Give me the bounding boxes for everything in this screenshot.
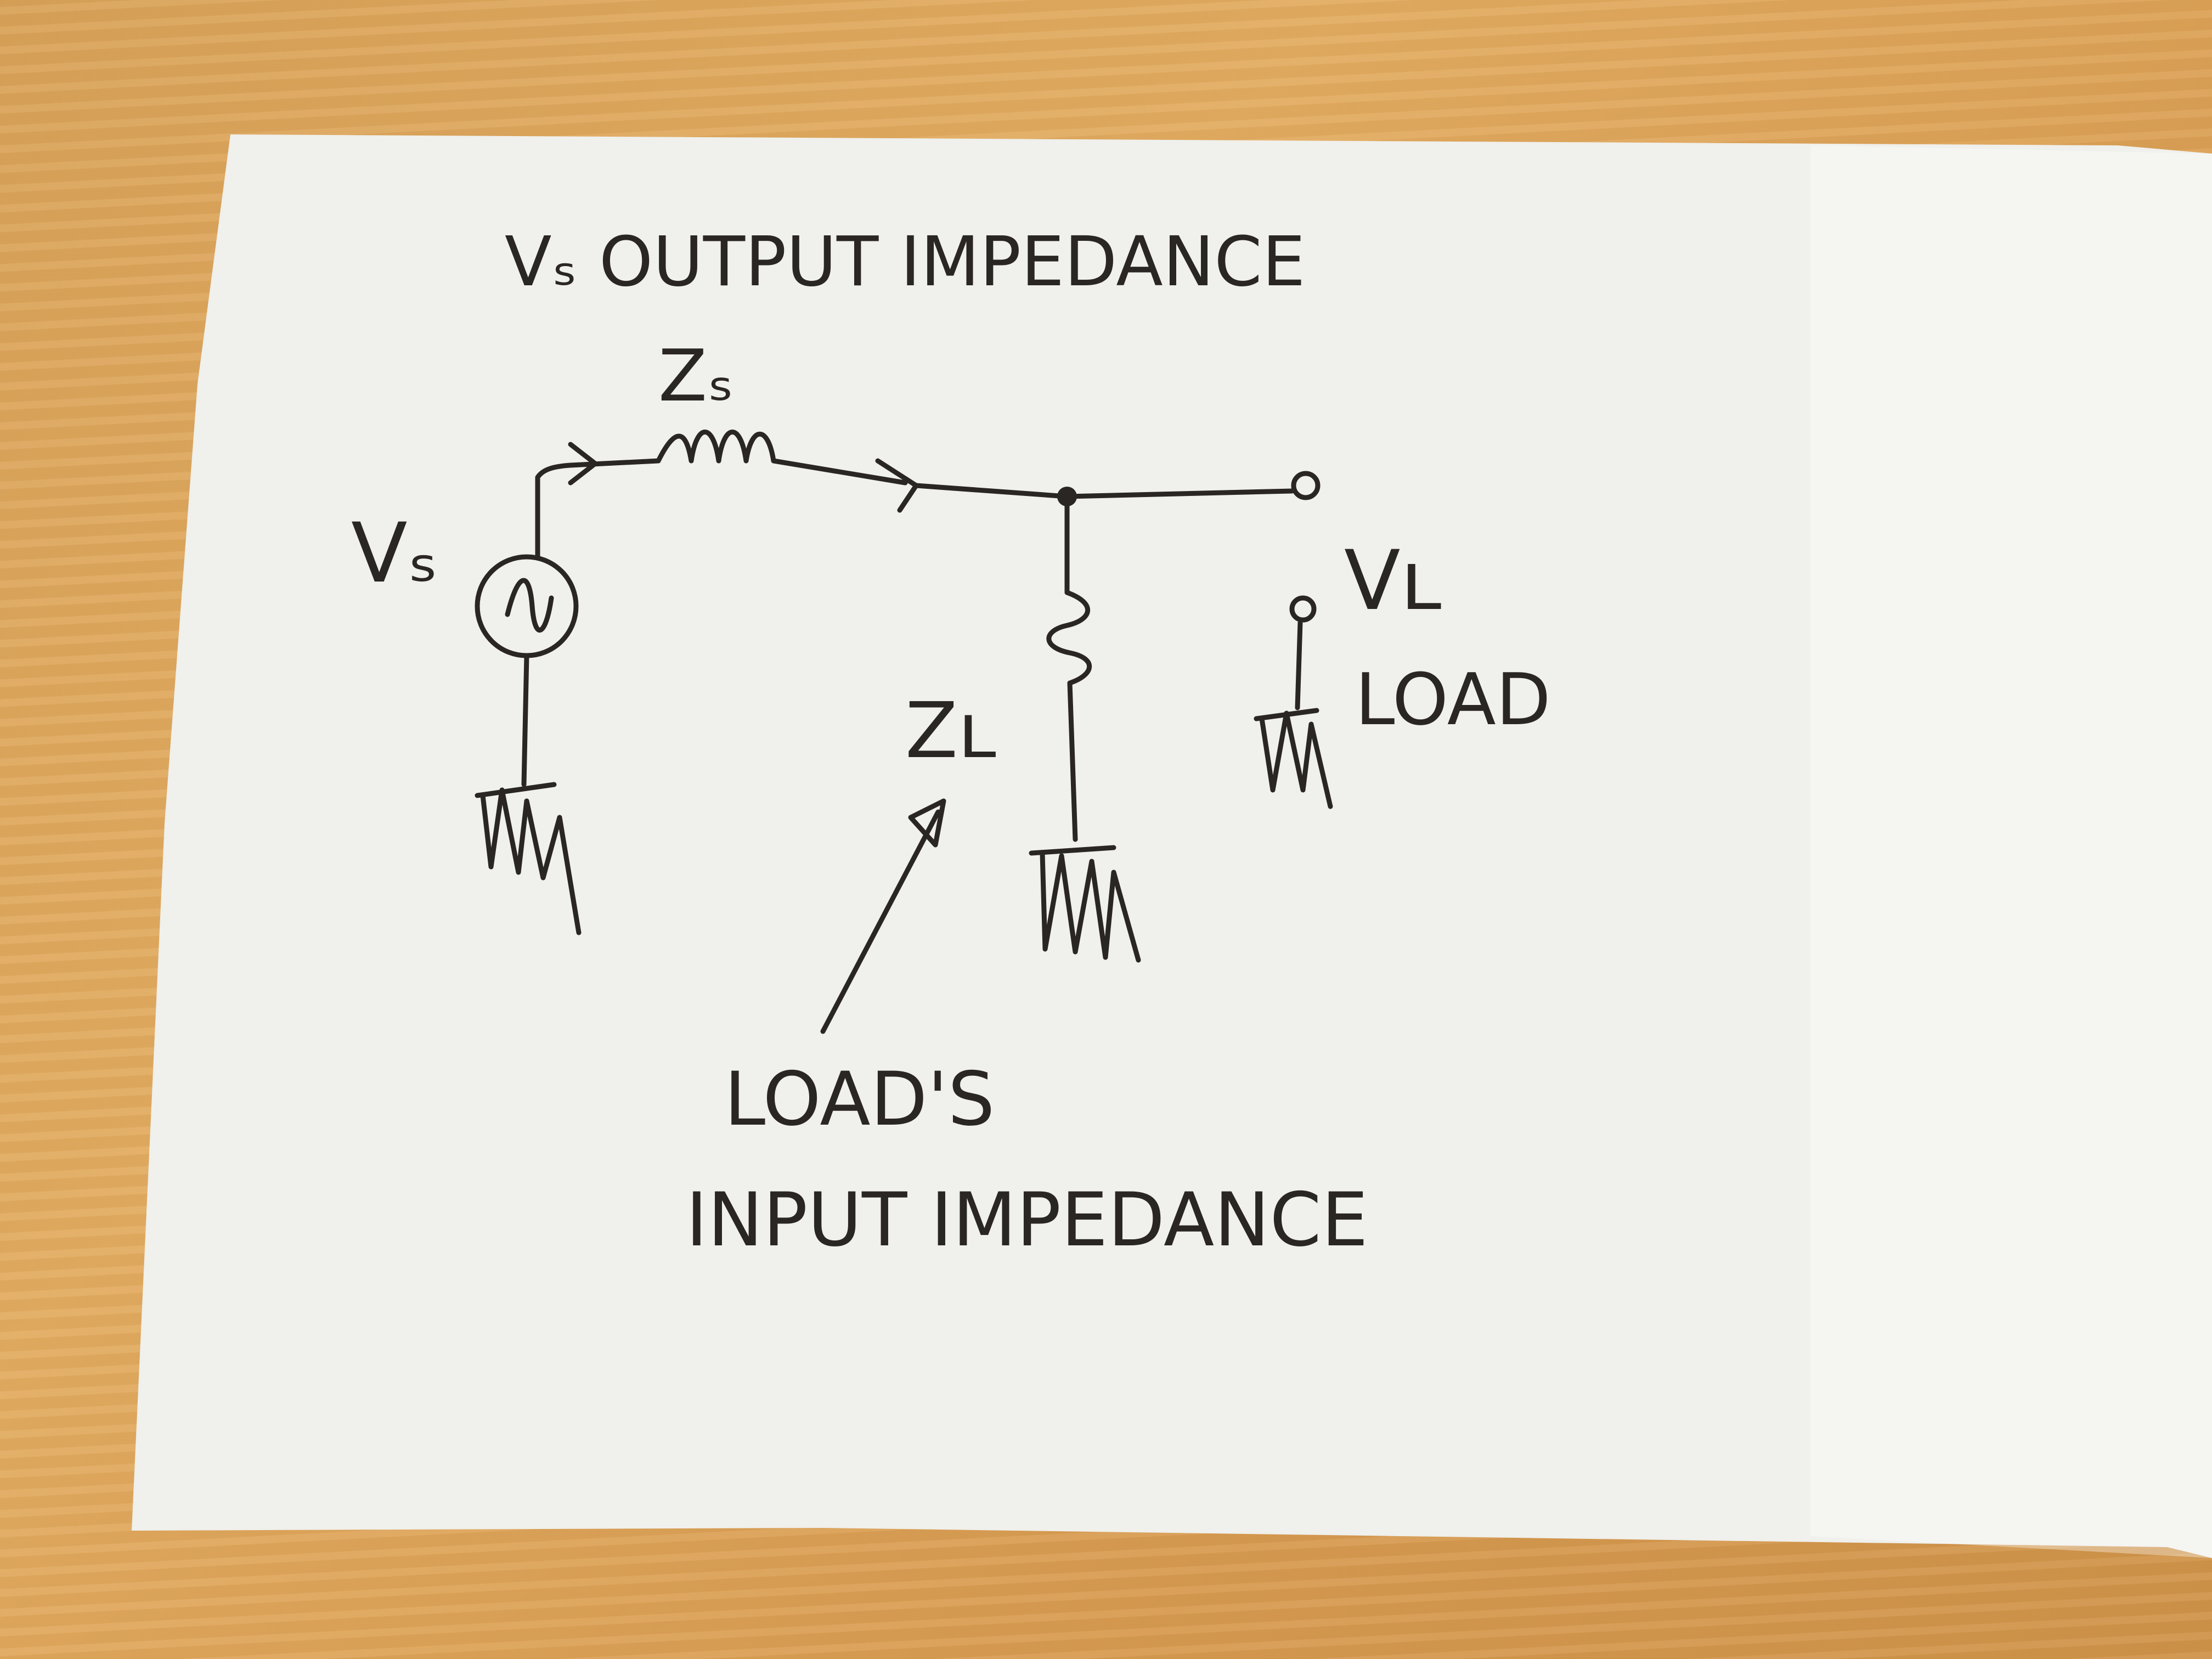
load-impedance-label: Zʟ <box>905 686 997 776</box>
load-voltage-label: Vʟ <box>1344 533 1442 629</box>
resistor-icon <box>1046 494 1092 842</box>
annotation-line-1: LOAD'S <box>724 1056 995 1142</box>
source-wire <box>535 458 661 560</box>
ground-icon <box>1029 845 1141 963</box>
title-label: Vₛ OUTPUT IMPEDANCE <box>505 222 1305 302</box>
ground-icon <box>475 782 582 935</box>
paper-shade <box>1810 145 2212 1558</box>
annotation-line-2: INPUT IMPEDANCE <box>686 1177 1368 1263</box>
load-label: LOAD <box>1355 658 1551 741</box>
arrow-icon <box>568 442 598 486</box>
terminal-wire <box>1295 620 1303 710</box>
terminal-icon <box>1289 595 1317 623</box>
resistor-icon <box>656 430 908 486</box>
source-voltage-label: Vₛ <box>351 506 438 601</box>
arrow-icon <box>908 798 946 848</box>
paper-sheet <box>132 134 2212 1558</box>
ground-icon <box>1254 708 1333 809</box>
arrow-icon <box>820 809 941 1034</box>
source-ground-wire <box>521 653 529 787</box>
terminal-icon <box>1291 471 1321 500</box>
source-impedance-label: Zₛ <box>658 334 734 417</box>
